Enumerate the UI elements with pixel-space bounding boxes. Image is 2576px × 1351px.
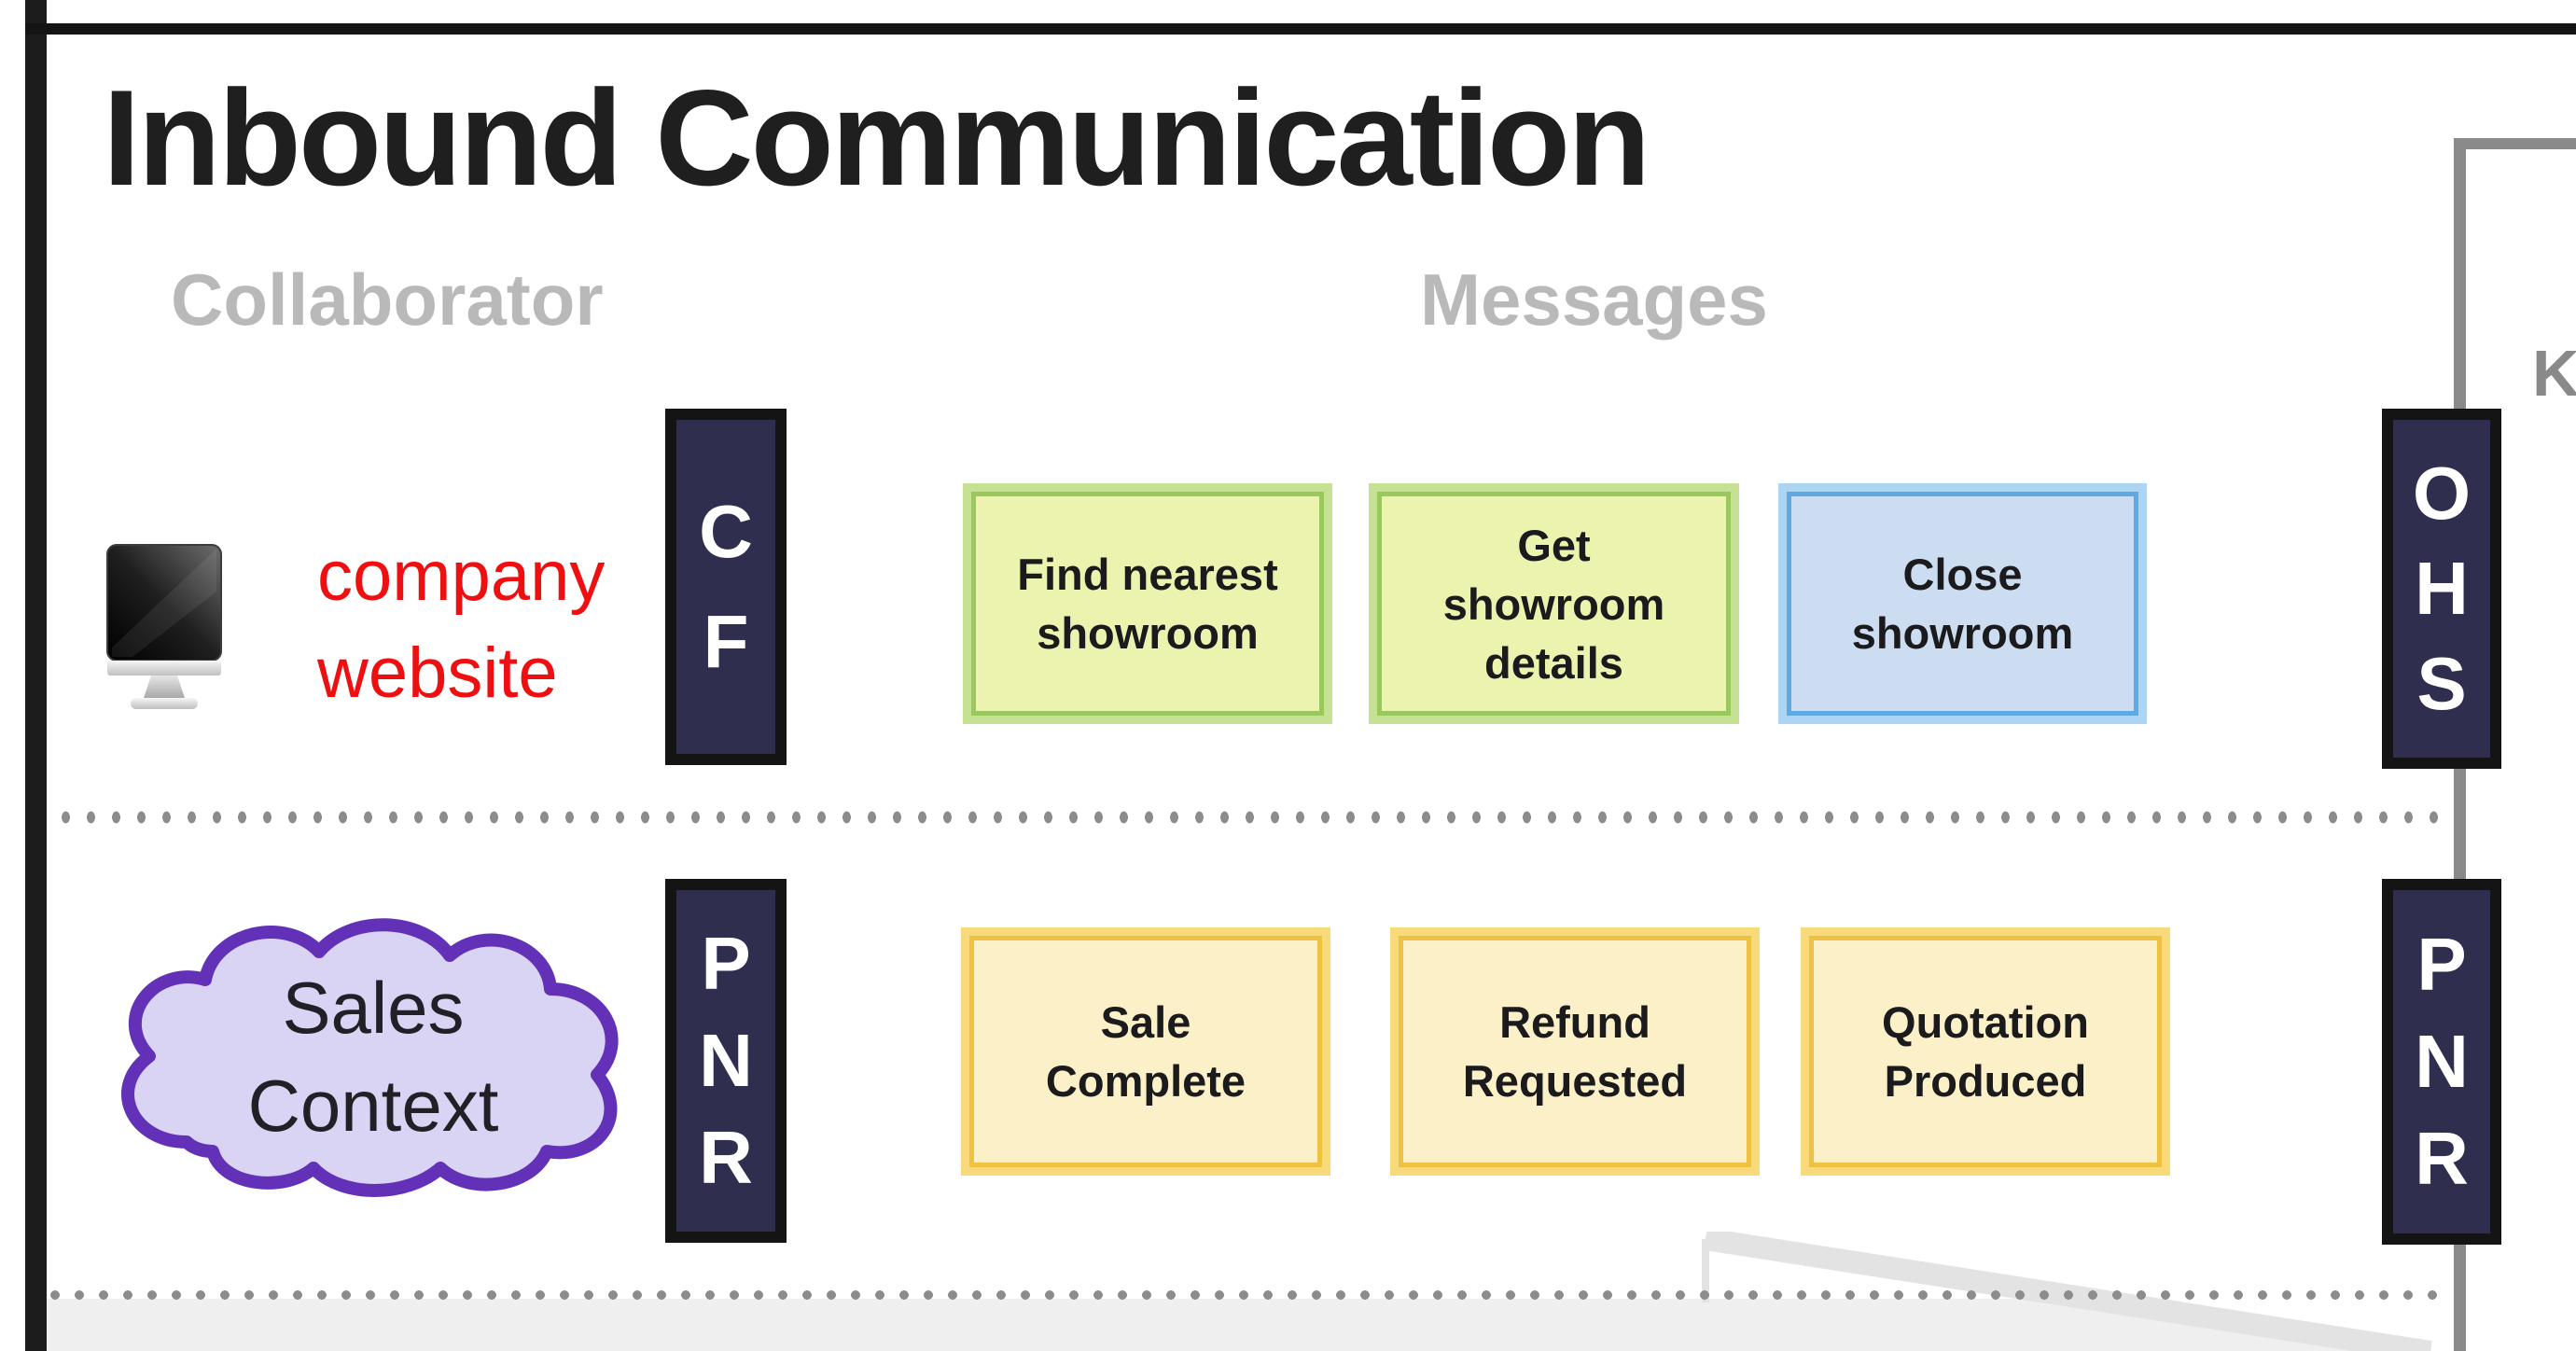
gateway-pnr-left-letter-3: R — [699, 1116, 753, 1199]
gateway-ohs-letter-2: H — [2415, 547, 2469, 630]
computer-monitor-icon — [106, 544, 222, 709]
company-website-line2: website — [317, 634, 558, 713]
gateway-cf-letter-2: F — [703, 600, 749, 683]
message-line: Quotation — [1882, 997, 2089, 1047]
message-line: showroom — [1442, 578, 1665, 629]
lane-divider-dotted-bottom — [43, 1288, 2437, 1302]
company-website-label: company website — [317, 528, 605, 722]
bottom-lane-fill — [47, 1299, 2410, 1351]
sales-context-line1: Sales — [282, 967, 465, 1049]
message-line: showroom — [1037, 608, 1259, 658]
message-line: Complete — [1045, 1056, 1246, 1106]
message-line: details — [1484, 637, 1623, 688]
message-refund-requested: Refund Requested — [1390, 927, 1760, 1176]
message-line: Sale — [1100, 997, 1191, 1047]
message-line: showroom — [1851, 608, 2074, 658]
message-line: Close — [1902, 550, 2023, 599]
gateway-pnr-left-letter-1: P — [701, 922, 751, 1005]
message-get-showroom-details: Get showroom details — [1369, 483, 1739, 724]
message-close-showroom: Close showroom — [1778, 483, 2147, 724]
gateway-pnr-right-letter-3: R — [2415, 1117, 2469, 1200]
clipped-edge-label: K — [2532, 337, 2576, 410]
company-website-line1: company — [317, 536, 606, 616]
gateway-pnr-left: P N R — [665, 879, 787, 1243]
message-quotation-produced: Quotation Produced — [1801, 927, 2170, 1176]
gateway-pnr-left-letter-2: N — [699, 1019, 753, 1102]
message-line: Find nearest — [1017, 550, 1278, 599]
messages-column-header: Messages — [1420, 258, 1768, 341]
gateway-ohs-letter-1: O — [2412, 452, 2472, 535]
sales-context-label: Sales Context — [121, 959, 625, 1155]
gateway-cf: C F — [665, 409, 787, 765]
message-find-nearest-showroom: Find nearest showroom — [963, 483, 1332, 724]
page-title: Inbound Communication — [103, 62, 1650, 214]
connector-line-horizontal — [2454, 138, 2576, 149]
pool-left-border — [25, 0, 47, 1351]
gateway-pnr-right-letter-1: P — [2416, 923, 2467, 1006]
message-sale-complete: Sale Complete — [961, 927, 1330, 1176]
gateway-ohs-letter-3: S — [2416, 642, 2467, 725]
sales-context-line2: Context — [247, 1065, 499, 1147]
message-line: Get — [1517, 520, 1591, 570]
message-line: Requested — [1462, 1056, 1688, 1106]
collaborator-column-header: Collaborator — [171, 258, 604, 341]
gateway-cf-letter-1: C — [699, 490, 753, 573]
sales-context-cloud-shape — [121, 918, 619, 1197]
lane-divider-dotted-top — [28, 811, 2454, 824]
gateway-pnr-right: P N R — [2382, 879, 2501, 1245]
gateway-pnr-right-letter-2: N — [2415, 1020, 2469, 1103]
pool-top-border — [25, 23, 2576, 35]
message-line: Produced — [1884, 1056, 2087, 1106]
message-line: Refund — [1499, 997, 1650, 1047]
gateway-ohs: O H S — [2382, 409, 2501, 769]
